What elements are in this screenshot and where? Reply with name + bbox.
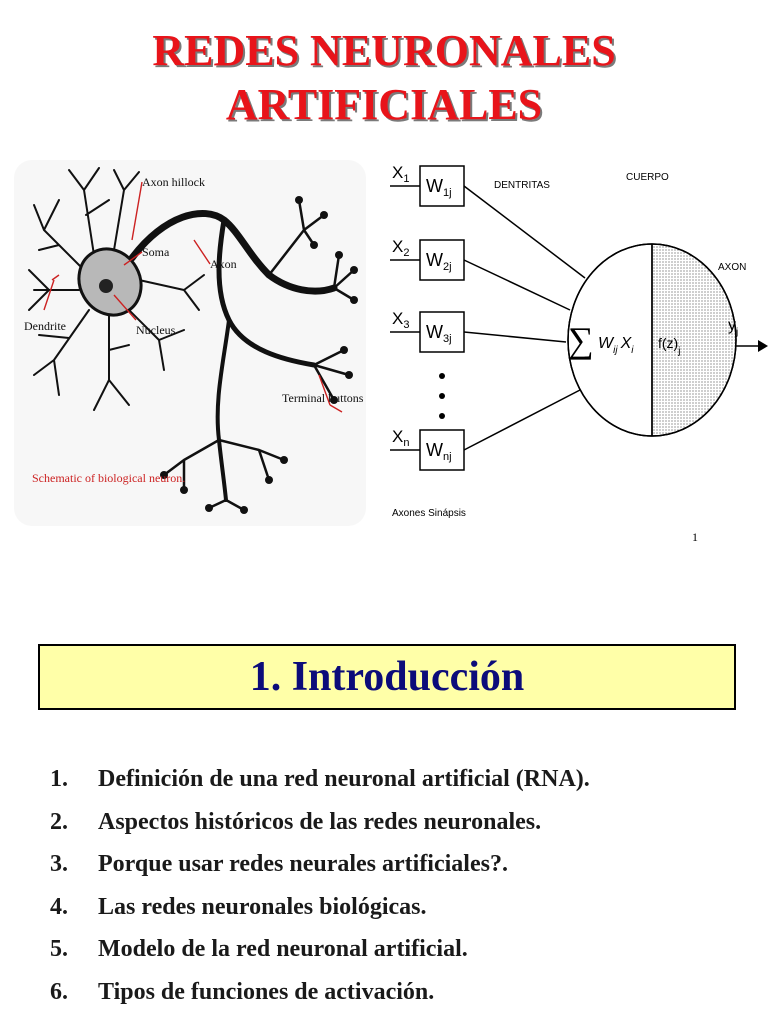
artificial-neuron-diagram: X1 X2 X3 Xn W1j W2j W3j Wnj DENTRITAS CU…: [380, 150, 768, 526]
sum-weight-label: W: [598, 335, 615, 352]
list-item-text: Tipos de funciones de activación.: [98, 978, 435, 1005]
list-item-number: 3.: [50, 851, 68, 877]
biological-neuron-illustration: Axon hillock Soma Axon Dendrite Nucleus …: [14, 160, 366, 526]
input-x3-label: X: [392, 309, 403, 328]
label-dentritas: DENTRITAS: [494, 180, 550, 191]
weight-n-label: W: [426, 440, 443, 460]
label-axones-sinapsis: Axones Sinápsis: [392, 508, 466, 519]
weight-2-label: W: [426, 250, 443, 270]
section-heading: 1. Introducción: [249, 654, 525, 700]
label-axon: Axon: [210, 257, 237, 271]
summation-symbol: ∑: [568, 320, 594, 360]
slide-number: 1: [692, 530, 698, 544]
list-item-text: Aspectos históricos de las redes neurona…: [98, 808, 542, 835]
slide-title-line-1: REDES NEURONALES: [152, 26, 616, 75]
weight-3-subscript: 3j: [443, 333, 452, 345]
svg-text:X3: X3: [392, 309, 409, 331]
weight-2-subscript: 2j: [443, 261, 452, 273]
list-item-text: Definición de una red neuronal artificia…: [98, 766, 590, 792]
section-heading-box: 1. Introducción: [38, 644, 736, 710]
svg-text:W1j: W1j: [426, 176, 452, 199]
label-axon-hillock: Axon hillock: [142, 175, 205, 189]
input-x2-label: X: [392, 237, 403, 256]
label-cuerpo: CUERPO: [626, 172, 669, 183]
input-x3-subscript: 3: [403, 319, 409, 331]
list-item-number: 1.: [50, 766, 68, 792]
biological-neuron-caption: Schematic of biological neuron.: [32, 471, 185, 485]
input-x2-subscript: 2: [403, 247, 409, 259]
label-axon: AXON: [718, 262, 746, 273]
output-subscript: j: [735, 327, 738, 338]
activation-function-subscript: j: [677, 346, 680, 357]
list-item-number: 5.: [50, 936, 68, 962]
list-item-text: Modelo de la red neuronal artificial.: [98, 936, 468, 962]
label-terminal-buttons: Terminal buttons: [282, 391, 364, 405]
slide-title-line-2: ARTIFICIALES: [225, 80, 543, 129]
svg-text:W2j: W2j: [426, 250, 452, 273]
svg-text:X1: X1: [392, 163, 409, 185]
svg-text:X2: X2: [392, 237, 409, 259]
activation-function-label: f(z): [658, 335, 678, 351]
label-dendrite: Dendrite: [24, 319, 66, 333]
sum-input-subscript: i: [631, 345, 634, 356]
list-item-number: 2.: [50, 808, 68, 835]
list-item-text: Las redes neuronales biológicas.: [98, 893, 427, 920]
svg-text:f(z)j: f(z)j: [658, 335, 680, 357]
input-x1-label: X: [392, 163, 403, 182]
input-xn-subscript: n: [403, 437, 409, 449]
svg-text:Wnj: Wnj: [426, 440, 452, 463]
svg-text:yj: yj: [728, 317, 738, 338]
list-item-number: 4.: [50, 893, 68, 920]
weight-1-label: W: [426, 176, 443, 196]
weight-3-label: W: [426, 322, 443, 342]
input-x1-subscript: 1: [403, 173, 409, 185]
input-xn-label: X: [392, 427, 403, 446]
label-soma: Soma: [142, 245, 170, 259]
svg-text:W3j: W3j: [426, 322, 452, 345]
list-item-text: Porque usar redes neurales artificiales?…: [98, 851, 508, 877]
sum-input-label: X: [620, 335, 633, 352]
output-label: y: [728, 317, 736, 334]
sum-weight-subscript: ij: [613, 345, 618, 356]
label-nucleus: Nucleus: [136, 323, 176, 337]
weight-1-subscript: 1j: [443, 187, 452, 199]
weight-n-subscript: nj: [443, 451, 452, 463]
list-item-number: 6.: [50, 978, 68, 1005]
svg-text:Xn: Xn: [392, 427, 409, 449]
